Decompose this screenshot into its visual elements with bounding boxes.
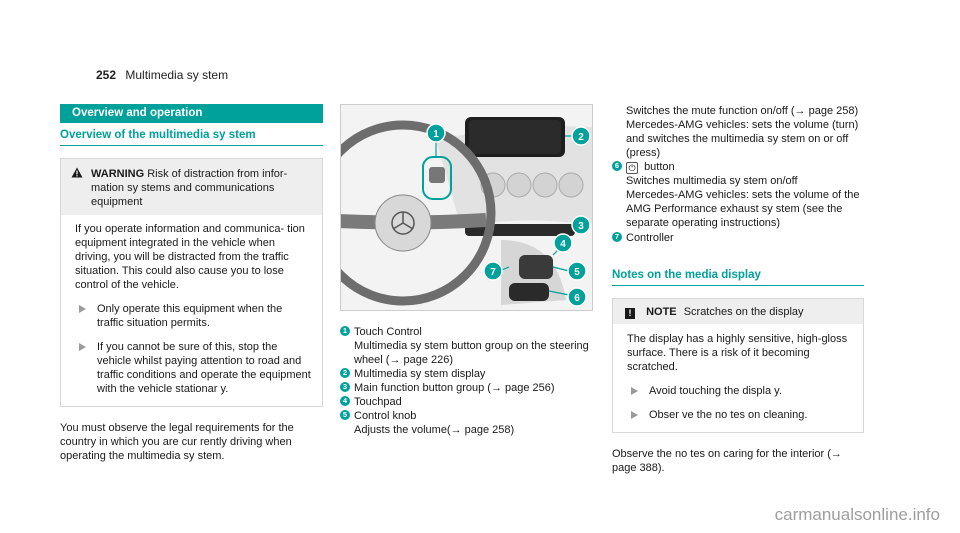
svg-text:5: 5 <box>574 267 580 278</box>
cockpit-figure: 1 2 3 4 5 6 7 <box>340 104 593 311</box>
column-right: Switches the mute function on/off (→ pag… <box>612 104 864 475</box>
legend-title: Controller <box>626 232 674 244</box>
legend-detail: Switches multimedia sy stem on/off <box>626 175 798 187</box>
figure-legend: 1 Touch Control Multimedia sy stem butto… <box>340 325 593 437</box>
legend-title: button <box>644 161 675 173</box>
svg-text:4: 4 <box>560 239 566 250</box>
figure-marker: 3 <box>571 215 591 235</box>
warning-header: WARNING Risk of distraction from infor‐ … <box>61 159 322 215</box>
step-arrow-icon <box>79 343 86 351</box>
warning-title-rest: mation sy stems and communications equip… <box>91 182 275 208</box>
step-arrow-icon <box>631 411 638 419</box>
figure-marker: 2 <box>571 126 591 146</box>
legend-number: 2 <box>340 368 350 378</box>
column-middle: 1 2 3 4 5 6 7 <box>340 104 593 437</box>
legend-number: 4 <box>340 396 350 406</box>
svg-text:2: 2 <box>578 132 584 143</box>
legend-item: 7 Controller <box>612 231 864 245</box>
legend-number: 3 <box>340 382 350 392</box>
warning-body: If you operate information and communica… <box>61 215 322 406</box>
touchpad-shape <box>519 255 553 279</box>
note-header: ! NOTE Scratches on the display <box>613 299 863 324</box>
svg-text:3: 3 <box>578 221 584 232</box>
note-title: Scratches on the display <box>683 306 804 318</box>
warning-triangle-icon <box>71 167 83 178</box>
running-title: Multimedia sy stem <box>125 68 229 82</box>
note-step: Avoid touching the displa y. <box>627 384 853 398</box>
legend-item: 5 Control knob Adjusts the volume(→ page… <box>340 409 593 437</box>
warning-box: WARNING Risk of distraction from infor‐ … <box>60 158 323 407</box>
subheading-overview: Overview of the multimedia sy stem <box>60 129 323 146</box>
figure-marker: 5 <box>567 261 587 281</box>
legend-continuation: Switches the mute function on/off (→ pag… <box>626 105 859 117</box>
page-header: 252 Multimedia sy stem <box>96 68 228 82</box>
section-title: Overview and operation <box>60 104 323 123</box>
note-body: The display has a highly sensitive, high… <box>613 324 863 432</box>
note-step-text: Avoid touching the displa y. <box>649 385 782 397</box>
svg-text:6: 6 <box>574 293 580 304</box>
note-text: The display has a highly sensitive, high… <box>627 333 848 373</box>
figure-marker: 4 <box>553 233 573 253</box>
legend-number: 7 <box>612 232 622 242</box>
warning-title-first: Risk of distraction from infor‐ <box>147 168 288 180</box>
warning-step-text: If you cannot be sure of this, stop the … <box>97 341 311 395</box>
cockpit-illustration: 1 2 3 4 5 6 7 <box>341 105 592 310</box>
legend-number: 1 <box>340 326 350 336</box>
legend-item: 3 Main function button group (→ page 256… <box>340 381 593 395</box>
legend-number: 5 <box>340 410 350 420</box>
svg-text:7: 7 <box>490 267 496 278</box>
figure-marker: 7 <box>483 261 503 281</box>
legend-title: Main function button group (→ page 256) <box>354 382 555 394</box>
note-label: NOTE <box>646 306 677 318</box>
step-arrow-icon <box>631 387 638 395</box>
legend-detail: Mercedes-AMG vehicles: sets the volume o… <box>626 189 860 229</box>
watermark: carmanualsonline.info <box>774 505 940 524</box>
legend-number: 6 <box>612 161 622 171</box>
page-number: 252 <box>96 68 117 82</box>
warning-text: If you operate information and communica… <box>75 223 305 291</box>
note-box: ! NOTE Scratches on the display The disp… <box>612 298 864 433</box>
note-exclamation-icon: ! <box>625 308 635 319</box>
legend-title: Touchpad <box>354 396 402 408</box>
steering-wheel-shape <box>341 120 496 306</box>
subheading-notes: Notes on the media display <box>612 269 864 286</box>
note-step-text: Obser ve the no tes on cleaning. <box>649 409 808 421</box>
warning-step: If you cannot be sure of this, stop the … <box>75 340 312 396</box>
warning-label: WARNING <box>91 168 145 180</box>
legend-item: 6 ⏻ button Switches multimedia sy stem o… <box>612 160 864 230</box>
legal-paragraph: You must observe the legal requirements … <box>60 422 294 462</box>
legend-detail: Multimedia sy stem button group on the s… <box>354 340 589 366</box>
legend-continuation: Mercedes-AMG vehicles: sets the volume (… <box>626 119 859 159</box>
legend-title: Control knob <box>354 410 417 422</box>
legend-detail: Adjusts the volume(→ page 258) <box>354 424 515 436</box>
figure-marker: 6 <box>567 287 587 307</box>
svg-text:1: 1 <box>433 129 439 140</box>
column-left: Overview and operation Overview of the m… <box>60 104 323 463</box>
legend-title: Multimedia sy stem display <box>354 368 486 380</box>
legend-item: 4 Touchpad <box>340 395 593 409</box>
step-arrow-icon <box>79 305 86 313</box>
care-paragraph: Observe the no tes on caring for the int… <box>612 448 842 474</box>
note-step: Obser ve the no tes on cleaning. <box>627 408 853 422</box>
warning-step: Only operate this equipment when the tra… <box>75 302 312 330</box>
legend-item: 2 Multimedia sy stem display <box>340 367 593 381</box>
legend-item: 1 Touch Control Multimedia sy stem butto… <box>340 325 593 367</box>
legend-title: Touch Control <box>354 326 422 338</box>
power-icon: ⏻ <box>626 162 638 174</box>
warning-step-text: Only operate this equipment when the tra… <box>97 303 283 329</box>
figure-marker: 1 <box>426 123 446 143</box>
